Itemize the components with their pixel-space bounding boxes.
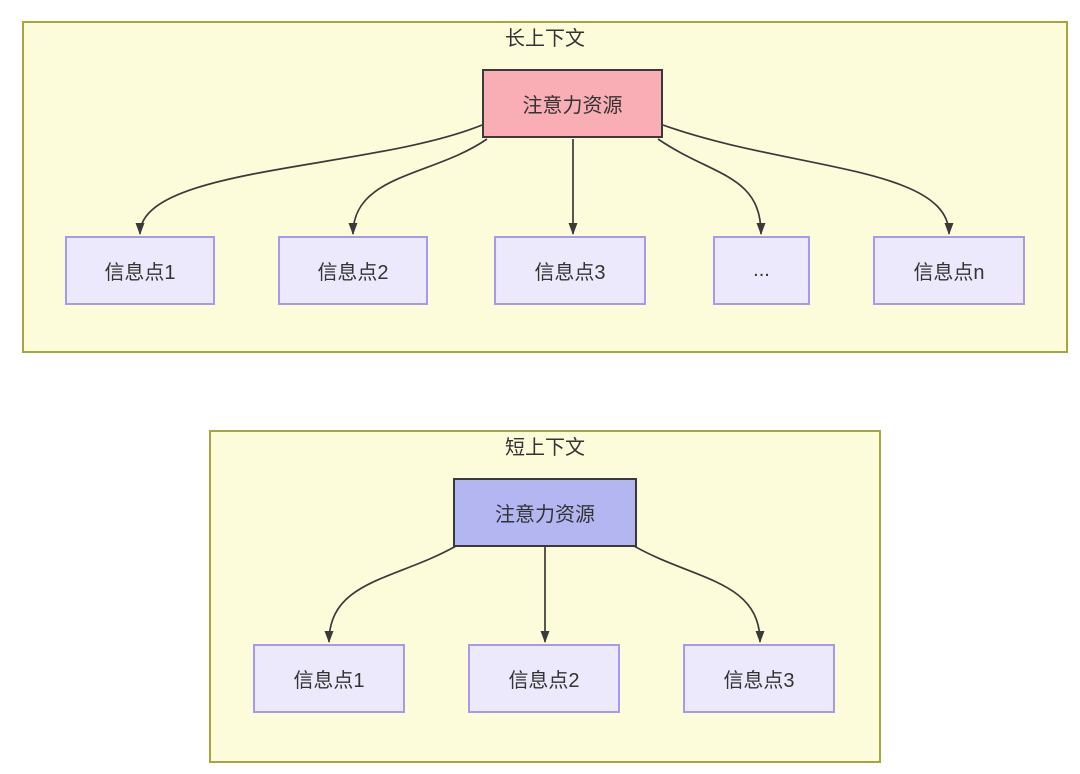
long-attention-resource-node: 注意力资源 xyxy=(482,69,663,138)
short-info-point-2-node: 信息点2 xyxy=(468,644,620,713)
long-info-point-1-node: 信息点1 xyxy=(65,236,215,305)
short-info-point-1-node: 信息点1 xyxy=(253,644,405,713)
long-info-point-3-node: 信息点3 xyxy=(494,236,646,305)
long-info-point-2-node: 信息点2 xyxy=(278,236,428,305)
long-context-title: 长上下文 xyxy=(505,28,585,50)
short-info-point-3-node: 信息点3 xyxy=(683,644,835,713)
short-context-title: 短上下文 xyxy=(505,437,585,459)
short-attention-resource-node: 注意力资源 xyxy=(453,478,637,547)
long-info-point-n-node: 信息点n xyxy=(873,236,1025,305)
long-info-point-ellipsis-node: ... xyxy=(713,236,810,305)
